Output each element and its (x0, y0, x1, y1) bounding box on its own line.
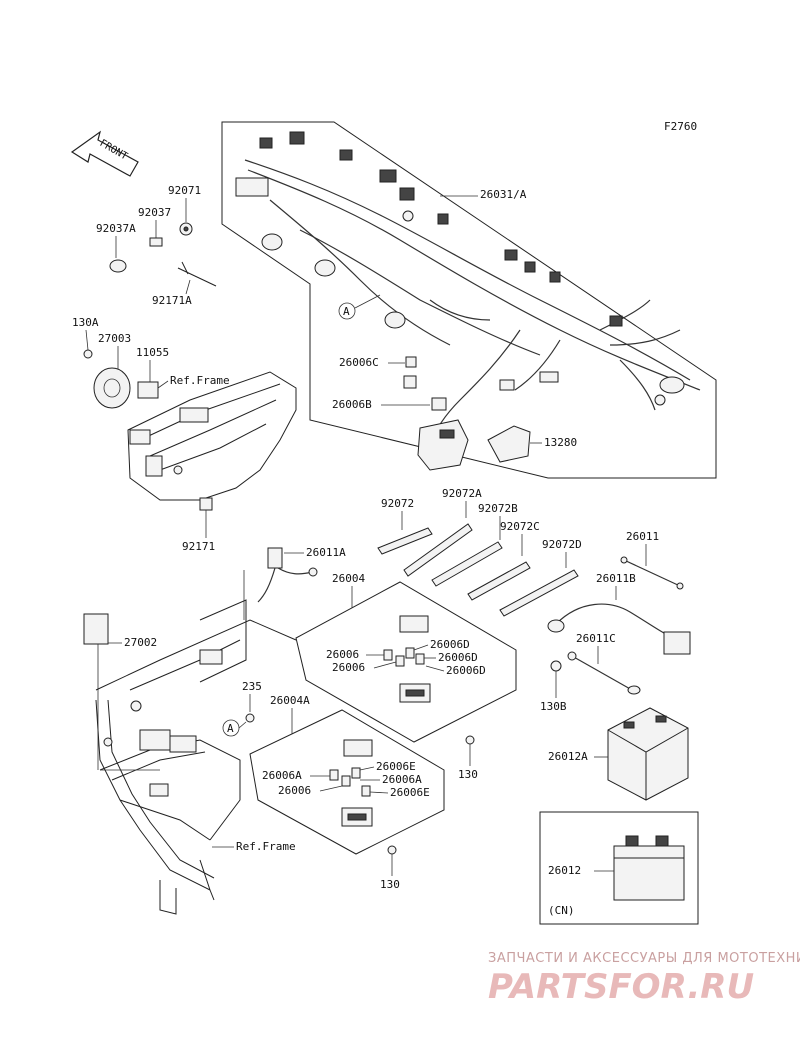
label-130B: 130B (540, 700, 567, 713)
label-27003: 27003 (98, 332, 131, 345)
label-130A: 130A (72, 316, 99, 329)
label-26004A: 26004A (270, 694, 310, 707)
marker-a-1: A (343, 305, 350, 318)
label-ref-frame-2: Ref.Frame (236, 840, 296, 853)
label-92072: 92072 (381, 497, 414, 510)
label-26004: 26004 (332, 572, 365, 585)
battery-26012A (607, 707, 689, 801)
label-130-1: 130 (458, 768, 478, 781)
watermark-tagline: ЗАПЧАСТИ И АКСЕССУАРЫ ДЛЯ МОТОТЕХНИКИ (488, 951, 800, 966)
label-92037: 92037 (138, 206, 171, 219)
frame-front (127, 371, 297, 501)
battery-26012 (613, 835, 685, 901)
frame-rear (95, 599, 297, 915)
label-92037A: 92037A (96, 222, 136, 235)
label-26006A-1: 26006A (262, 769, 302, 782)
label-ref-frame-1: Ref.Frame (170, 374, 230, 387)
label-92071: 92071 (168, 184, 201, 197)
diagram-code: F2760 (664, 120, 697, 133)
label-26006E-1: 26006E (376, 760, 416, 773)
label-26011: 26011 (626, 530, 659, 543)
marker-a-2: A (227, 722, 234, 735)
watermark-brand: PARTSFOR.RU (488, 967, 754, 1007)
label-26012: 26012 (548, 864, 581, 877)
label-235: 235 (242, 680, 262, 693)
group-26004A (249, 709, 445, 855)
label-92072D: 92072D (542, 538, 582, 551)
label-26006C: 26006C (339, 356, 379, 369)
main-harness-panel (221, 121, 717, 479)
strap-92072D (499, 569, 579, 617)
label-11055: 11055 (136, 346, 169, 359)
label-26011B: 26011B (596, 572, 636, 585)
horn-27003 (93, 367, 131, 409)
group-26004 (295, 581, 517, 743)
strap-92072 (377, 527, 433, 555)
label-26011C: 26011C (576, 632, 616, 645)
label-26006E-2: 26006E (390, 786, 430, 799)
relay-27002 (83, 613, 109, 645)
label-92171: 92171 (182, 540, 215, 553)
label-26006-1: 26006 (326, 648, 359, 661)
label-26006D-1: 26006D (430, 638, 470, 651)
strap-92072B (431, 541, 503, 587)
label-26011A: 26011A (306, 546, 346, 559)
label-26012A: 26012A (548, 750, 588, 763)
label-27002: 27002 (124, 636, 157, 649)
label-26031A: 26031/A (480, 188, 527, 201)
label-26006D-2: 26006D (438, 651, 478, 664)
label-92171A: 92171A (152, 294, 192, 307)
label-26006A-2: 26006A (382, 773, 422, 786)
label-92072A: 92072A (442, 487, 482, 500)
label-cn: (CN) (548, 904, 575, 917)
label-92072C: 92072C (500, 520, 540, 533)
label-130-2: 130 (380, 878, 400, 891)
label-13280: 13280 (544, 436, 577, 449)
front-arrow-icon: FRONT (70, 130, 139, 177)
label-26006B: 26006B (332, 398, 372, 411)
strap-92072C (467, 561, 531, 601)
cn-variant-box (539, 811, 699, 925)
label-26006D-3: 26006D (446, 664, 486, 677)
label-26006-2: 26006 (332, 661, 365, 674)
label-26006-3: 26006 (278, 784, 311, 797)
strap-92072A (403, 523, 473, 577)
label-92072B: 92072B (478, 502, 518, 515)
